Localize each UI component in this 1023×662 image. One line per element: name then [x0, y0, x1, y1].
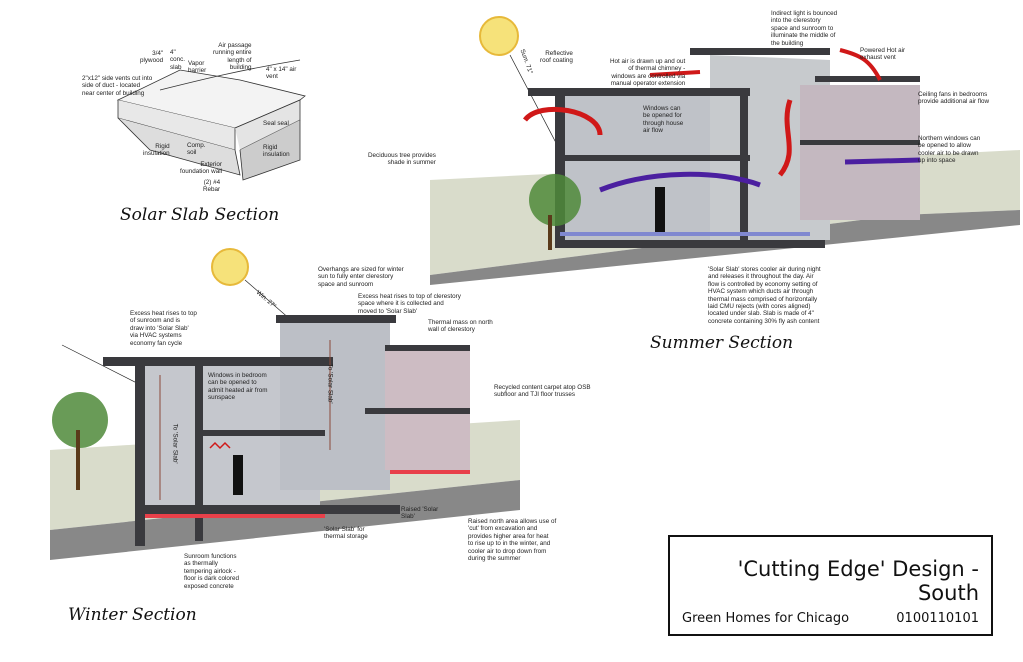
note-sunroom: Sunroom functions as thermally tempering…: [184, 553, 239, 590]
note-windows-bedroom: Windows in bedroom can be opened to admi…: [208, 372, 268, 402]
winter-section-title: Winter Section: [68, 605, 197, 625]
note-comp-soil: Comp. soil: [187, 142, 206, 157]
note-windows-open: Windows can be opened for through house …: [643, 105, 684, 135]
note-excess-heat-sunroom: Excess heat rises to top of sunroom and …: [130, 310, 197, 347]
note-rebar: (2) #4 Rebar: [203, 179, 221, 194]
summer-section-title: Summer Section: [650, 333, 794, 353]
note-ceiling-fans: Ceiling fans in bedrooms provide additio…: [918, 91, 990, 106]
note-side-vents: 2"x12" side vents cut into side of duct …: [82, 75, 153, 97]
note-hot-air: Hot air is drawn up and out of thermal c…: [610, 58, 686, 88]
summer-sun: [479, 16, 519, 56]
note-vapor-barrier: Vapor barrier: [188, 60, 207, 75]
note-rigid-left: Rigid insulation: [143, 143, 170, 158]
note-conc-slab: 4" conc. slab: [170, 49, 186, 71]
note-exhaust-vent: Powered Hot air exhaust vent: [860, 47, 906, 62]
winter-section-building: [50, 315, 520, 560]
note-northern-windows: Northern windows can be opened to allow …: [918, 135, 981, 165]
note-sill-seal: Seal seal: [263, 120, 289, 127]
drawing-title: 'Cutting Edge' Design - South: [737, 557, 979, 605]
note-rigid-right: Rigid insulation: [263, 144, 290, 159]
solar-slab-section-title: Solar Slab Section: [120, 205, 280, 225]
note-to-slab-1: To 'Solar Slab': [171, 423, 179, 464]
winter-sun: [211, 248, 249, 286]
note-recycled-carpet: Recycled content carpet atop OSB subfloo…: [494, 384, 591, 399]
note-thermal-mass: Thermal mass on north wall of clerestory: [428, 319, 493, 334]
note-air-passage: Air passage running entire length of bui…: [213, 42, 252, 72]
note-plywood: 3/4" plywood: [140, 50, 164, 65]
note-ext-wall: Exterior foundation wall: [180, 161, 223, 176]
note-excess-heat-clerestory: Excess heat rises to top of clerestory s…: [358, 293, 461, 315]
note-deciduous-tree: Deciduous tree provides shade in summer: [368, 152, 436, 167]
note-to-slab-2: To 'Solar Slab': [326, 363, 334, 404]
solar-slab-detail: [116, 59, 306, 181]
note-raised-slab: Raised 'Solar Slab': [401, 506, 439, 521]
title-block: 'Cutting Edge' Design - South Green Home…: [668, 535, 993, 636]
drawing-number: 0100110101: [896, 611, 979, 626]
drawing-subtitle: Green Homes for Chicago: [682, 611, 850, 626]
note-reflective-roof: Reflective roof coating: [540, 50, 573, 65]
summer-section-building: [430, 48, 1020, 285]
note-overhangs: Overhangs are sized for winter sun to fu…: [318, 266, 404, 288]
note-air-vent: 4" x 14" air vent: [266, 66, 297, 81]
note-indirect-light: Indirect light is bounced into the clere…: [771, 10, 838, 47]
note-raised-north: Raised north area allows use of 'cut' fr…: [468, 518, 557, 563]
note-solar-slab-storage: 'Solar Slab' for thermal storage: [324, 526, 368, 541]
note-solar-slab-cool: 'Solar Slab' stores cooler air during ni…: [708, 266, 821, 325]
